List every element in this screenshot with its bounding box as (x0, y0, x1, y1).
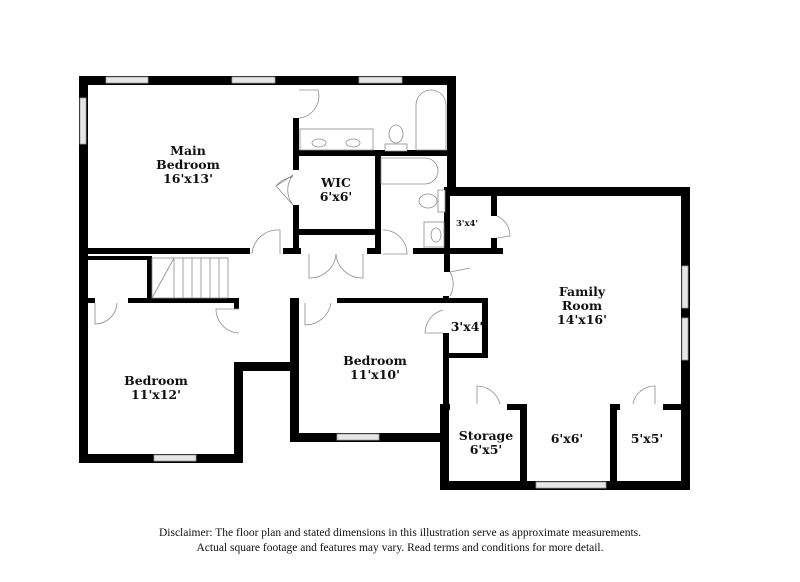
disclaimer: Disclaimer: The floor plan and stated di… (0, 526, 800, 556)
bedroom-3-label: Bedroom (343, 353, 407, 368)
main-bedroom-label: Main (170, 143, 206, 158)
family-room-label: Family (559, 284, 606, 299)
disclaimer-line-2: Actual square footage and features may v… (196, 542, 604, 554)
closet-mid-dims: 3'x4' (451, 319, 484, 334)
storage-dims: 6'x5' (470, 442, 503, 457)
family-room-dims: 14'x16' (557, 312, 607, 327)
interior-walls (88, 118, 685, 489)
disclaimer-line-1: Disclaimer: The floor plan and stated di… (158, 527, 642, 539)
closet-upper-dims: 3'x4' (456, 219, 478, 229)
stairs (151, 257, 229, 299)
storage-label: Storage (459, 428, 514, 443)
bedroom-2-dims: 11'x12' (131, 387, 181, 402)
closet-right-dims: 5'x5' (631, 431, 664, 446)
windows (79, 76, 689, 489)
wic-dims: 6'x6' (320, 189, 353, 204)
bath-fixtures (299, 89, 447, 248)
room-labels: Main Bedroom 16'x13' WIC 6'x6' 3'x4' Fam… (124, 143, 663, 457)
bedroom-2-label: Bedroom (124, 373, 188, 388)
main-bedroom-label-2: Bedroom (156, 157, 220, 172)
wic-label: WIC (320, 175, 351, 190)
main-bedroom-dims: 16'x13' (163, 171, 213, 186)
bedroom-3-dims: 11'x10' (350, 367, 400, 382)
nook-dims: 6'x6' (551, 431, 584, 446)
doors (94, 89, 656, 405)
family-room-label-2: Room (562, 298, 602, 313)
